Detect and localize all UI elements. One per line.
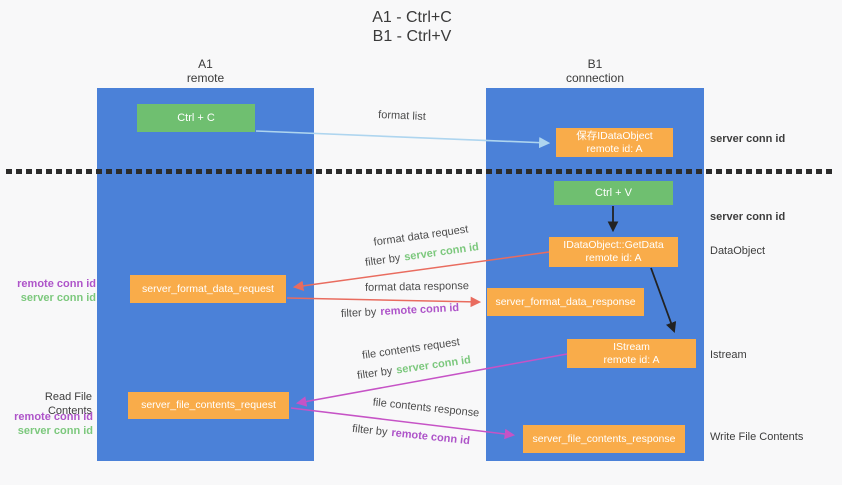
column-a1-subtitle: remote [186, 71, 225, 85]
node-save-idataobject-line1: 保存IDataObject [576, 129, 653, 142]
server-conn-id-label: server conn id [17, 424, 93, 437]
side-label-server-conn-id-top: server conn id [710, 133, 786, 145]
side-label-read-file-contents: Read File Contents [44, 391, 92, 417]
node-file-request-label: server_file_contents_request [141, 399, 276, 411]
arrow-file-contents-response [290, 407, 516, 440]
arrow-format-data-response [286, 296, 482, 308]
side-label-dataobject: DataObject [710, 245, 766, 257]
node-istream-line1: IStream [613, 340, 650, 353]
node-format-request-label: server_format_data_request [142, 282, 274, 295]
column-b1-name: B1 [587, 57, 603, 71]
arrow-getdata-to-istream [650, 267, 677, 334]
node-save-idataobject: 保存IDataObject remote id: A [556, 128, 673, 157]
side-label-write-file-contents: Write File Contents [710, 431, 804, 443]
session-divider-dotted-line [6, 169, 836, 174]
node-getdata-line1: IDataObject::GetData [563, 239, 664, 251]
node-server-format-data-request: server_format_data_request [130, 275, 286, 303]
side-label-conn-ids-left-1: remote conn id server conn id [0, 278, 96, 305]
side-label-istream: Istream [710, 349, 747, 361]
remote-conn-id-label: remote conn id [17, 278, 96, 290]
arrow-file-contents-request [295, 353, 568, 407]
column-b1-subtitle: connection [565, 71, 625, 85]
node-server-format-data-response: server_format_data_response [487, 288, 644, 316]
node-idataobject-getdata: IDataObject::GetData remote id: A [549, 237, 678, 267]
column-header-a1: A1 remote [97, 57, 314, 85]
node-server-file-contents-request: server_file_contents_request [128, 392, 289, 419]
title-line-1: A1 - Ctrl+C [372, 9, 452, 26]
node-server-file-contents-response: server_file_contents_response [523, 425, 685, 453]
column-a1-name: A1 [198, 57, 213, 71]
node-ctrl-c: Ctrl + C [137, 104, 255, 132]
node-ctrl-v: Ctrl + V [554, 181, 673, 205]
diagram-title: A1 - Ctrl+C B1 - Ctrl+V [0, 8, 824, 46]
title-line-2: B1 - Ctrl+V [372, 28, 452, 45]
node-save-idataobject-line2: remote id: A [586, 142, 643, 155]
remote-conn-id-label: remote conn id [14, 411, 93, 423]
side-label-server-conn-id-mid: server conn id [710, 211, 786, 223]
node-ctrl-c-label: Ctrl + C [177, 111, 215, 124]
column-header-b1: B1 connection [486, 57, 704, 85]
node-format-response-label: server_format_data_response [495, 295, 636, 308]
edge-label-format-data-response: format data response [364, 280, 470, 294]
node-istream: IStream remote id: A [567, 339, 696, 368]
side-label-conn-ids-left-2: remote conn id server conn id [0, 411, 93, 438]
node-ctrl-v-label: Ctrl + V [595, 186, 632, 199]
server-conn-id-label: server conn id [20, 291, 96, 304]
arrow-format-data-request [292, 251, 550, 292]
node-istream-line2: remote id: A [603, 353, 660, 366]
filter-by-text: filter by [340, 306, 377, 321]
node-getdata-line2: remote id: A [585, 252, 642, 264]
node-file-response-label: server_file_contents_response [532, 432, 676, 445]
arrow-format-list [255, 130, 551, 149]
